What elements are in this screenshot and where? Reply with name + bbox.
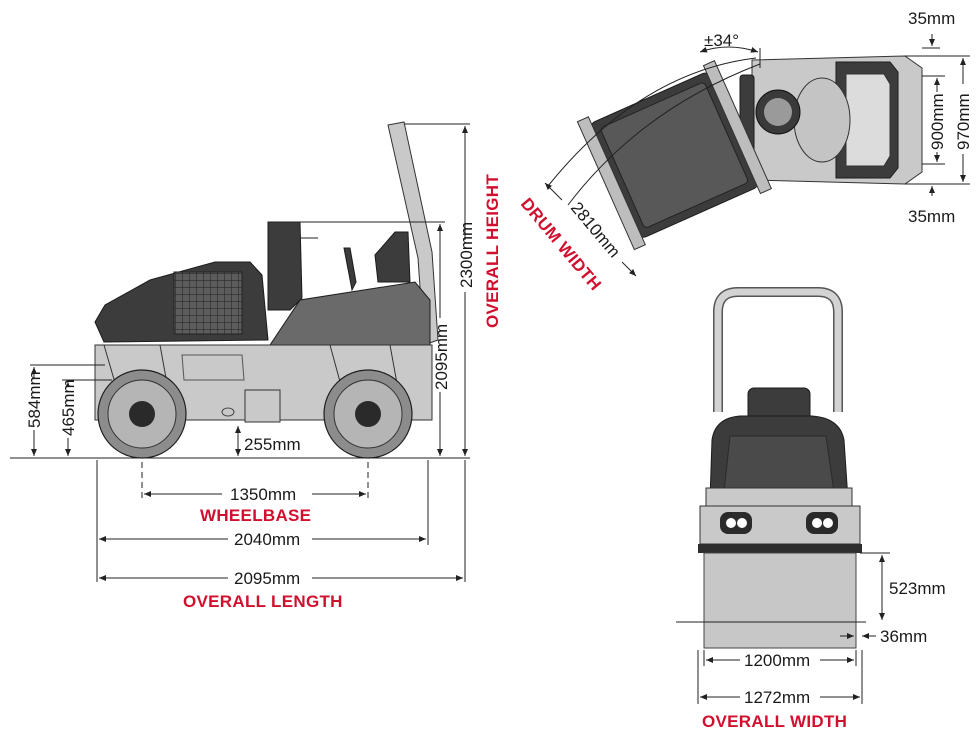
dim-2095-length: 2095mm xyxy=(234,569,300,588)
label-overall-width: OVERALL WIDTH xyxy=(702,712,847,731)
front-drum-top xyxy=(576,60,773,251)
side-view: 2300mm 2095mm OVERALL HEIGHT 584mm 465mm… xyxy=(10,121,502,611)
dim-584: 584mm xyxy=(25,371,44,428)
engine-grille xyxy=(173,271,243,335)
drum-scraper xyxy=(698,544,862,553)
dim-2095-height: 2095mm xyxy=(432,324,451,390)
articulation-joint xyxy=(244,389,281,423)
dim-2040: 2040mm xyxy=(234,530,300,549)
rear-drum-hub xyxy=(355,401,381,427)
dim-1350: 1350mm xyxy=(230,485,296,504)
dim-255: 255mm xyxy=(244,435,301,454)
dim-36: 36mm xyxy=(880,627,927,646)
dim-1200: 1200mm xyxy=(744,651,810,670)
front-drum-hub xyxy=(129,401,155,427)
label-overall-height: OVERALL HEIGHT xyxy=(483,174,502,328)
label-wheelbase: WHEELBASE xyxy=(200,506,311,525)
rops-bar-side xyxy=(387,121,439,346)
dim-970: 970mm xyxy=(954,93,973,150)
lever xyxy=(343,247,357,292)
dim-465: 465mm xyxy=(59,379,78,436)
dim-523: 523mm xyxy=(889,579,946,598)
front-drum-face-view xyxy=(703,552,857,649)
engine-cover-top xyxy=(793,77,851,163)
label-overall-length: OVERALL LENGTH xyxy=(183,592,343,611)
dim-35-top: 35mm xyxy=(908,9,955,28)
dim-1272: 1272mm xyxy=(744,688,810,707)
steering-column xyxy=(267,221,303,311)
top-view: ±34° 2810mm DRUM WIDTH 35mm 35mm 900mm 9… xyxy=(517,9,973,294)
dim-900: 900mm xyxy=(928,93,947,150)
operator-seat xyxy=(374,231,411,283)
dim-34: ±34° xyxy=(704,31,739,50)
dim-35-bottom: 35mm xyxy=(908,207,955,226)
frame-panel xyxy=(181,354,245,381)
dim-2300: 2300mm xyxy=(457,222,476,288)
steer-arc-outer xyxy=(547,57,757,187)
front-view: 523mm 36mm 1200mm 1272mm OVERALL WIDTH xyxy=(676,287,946,731)
